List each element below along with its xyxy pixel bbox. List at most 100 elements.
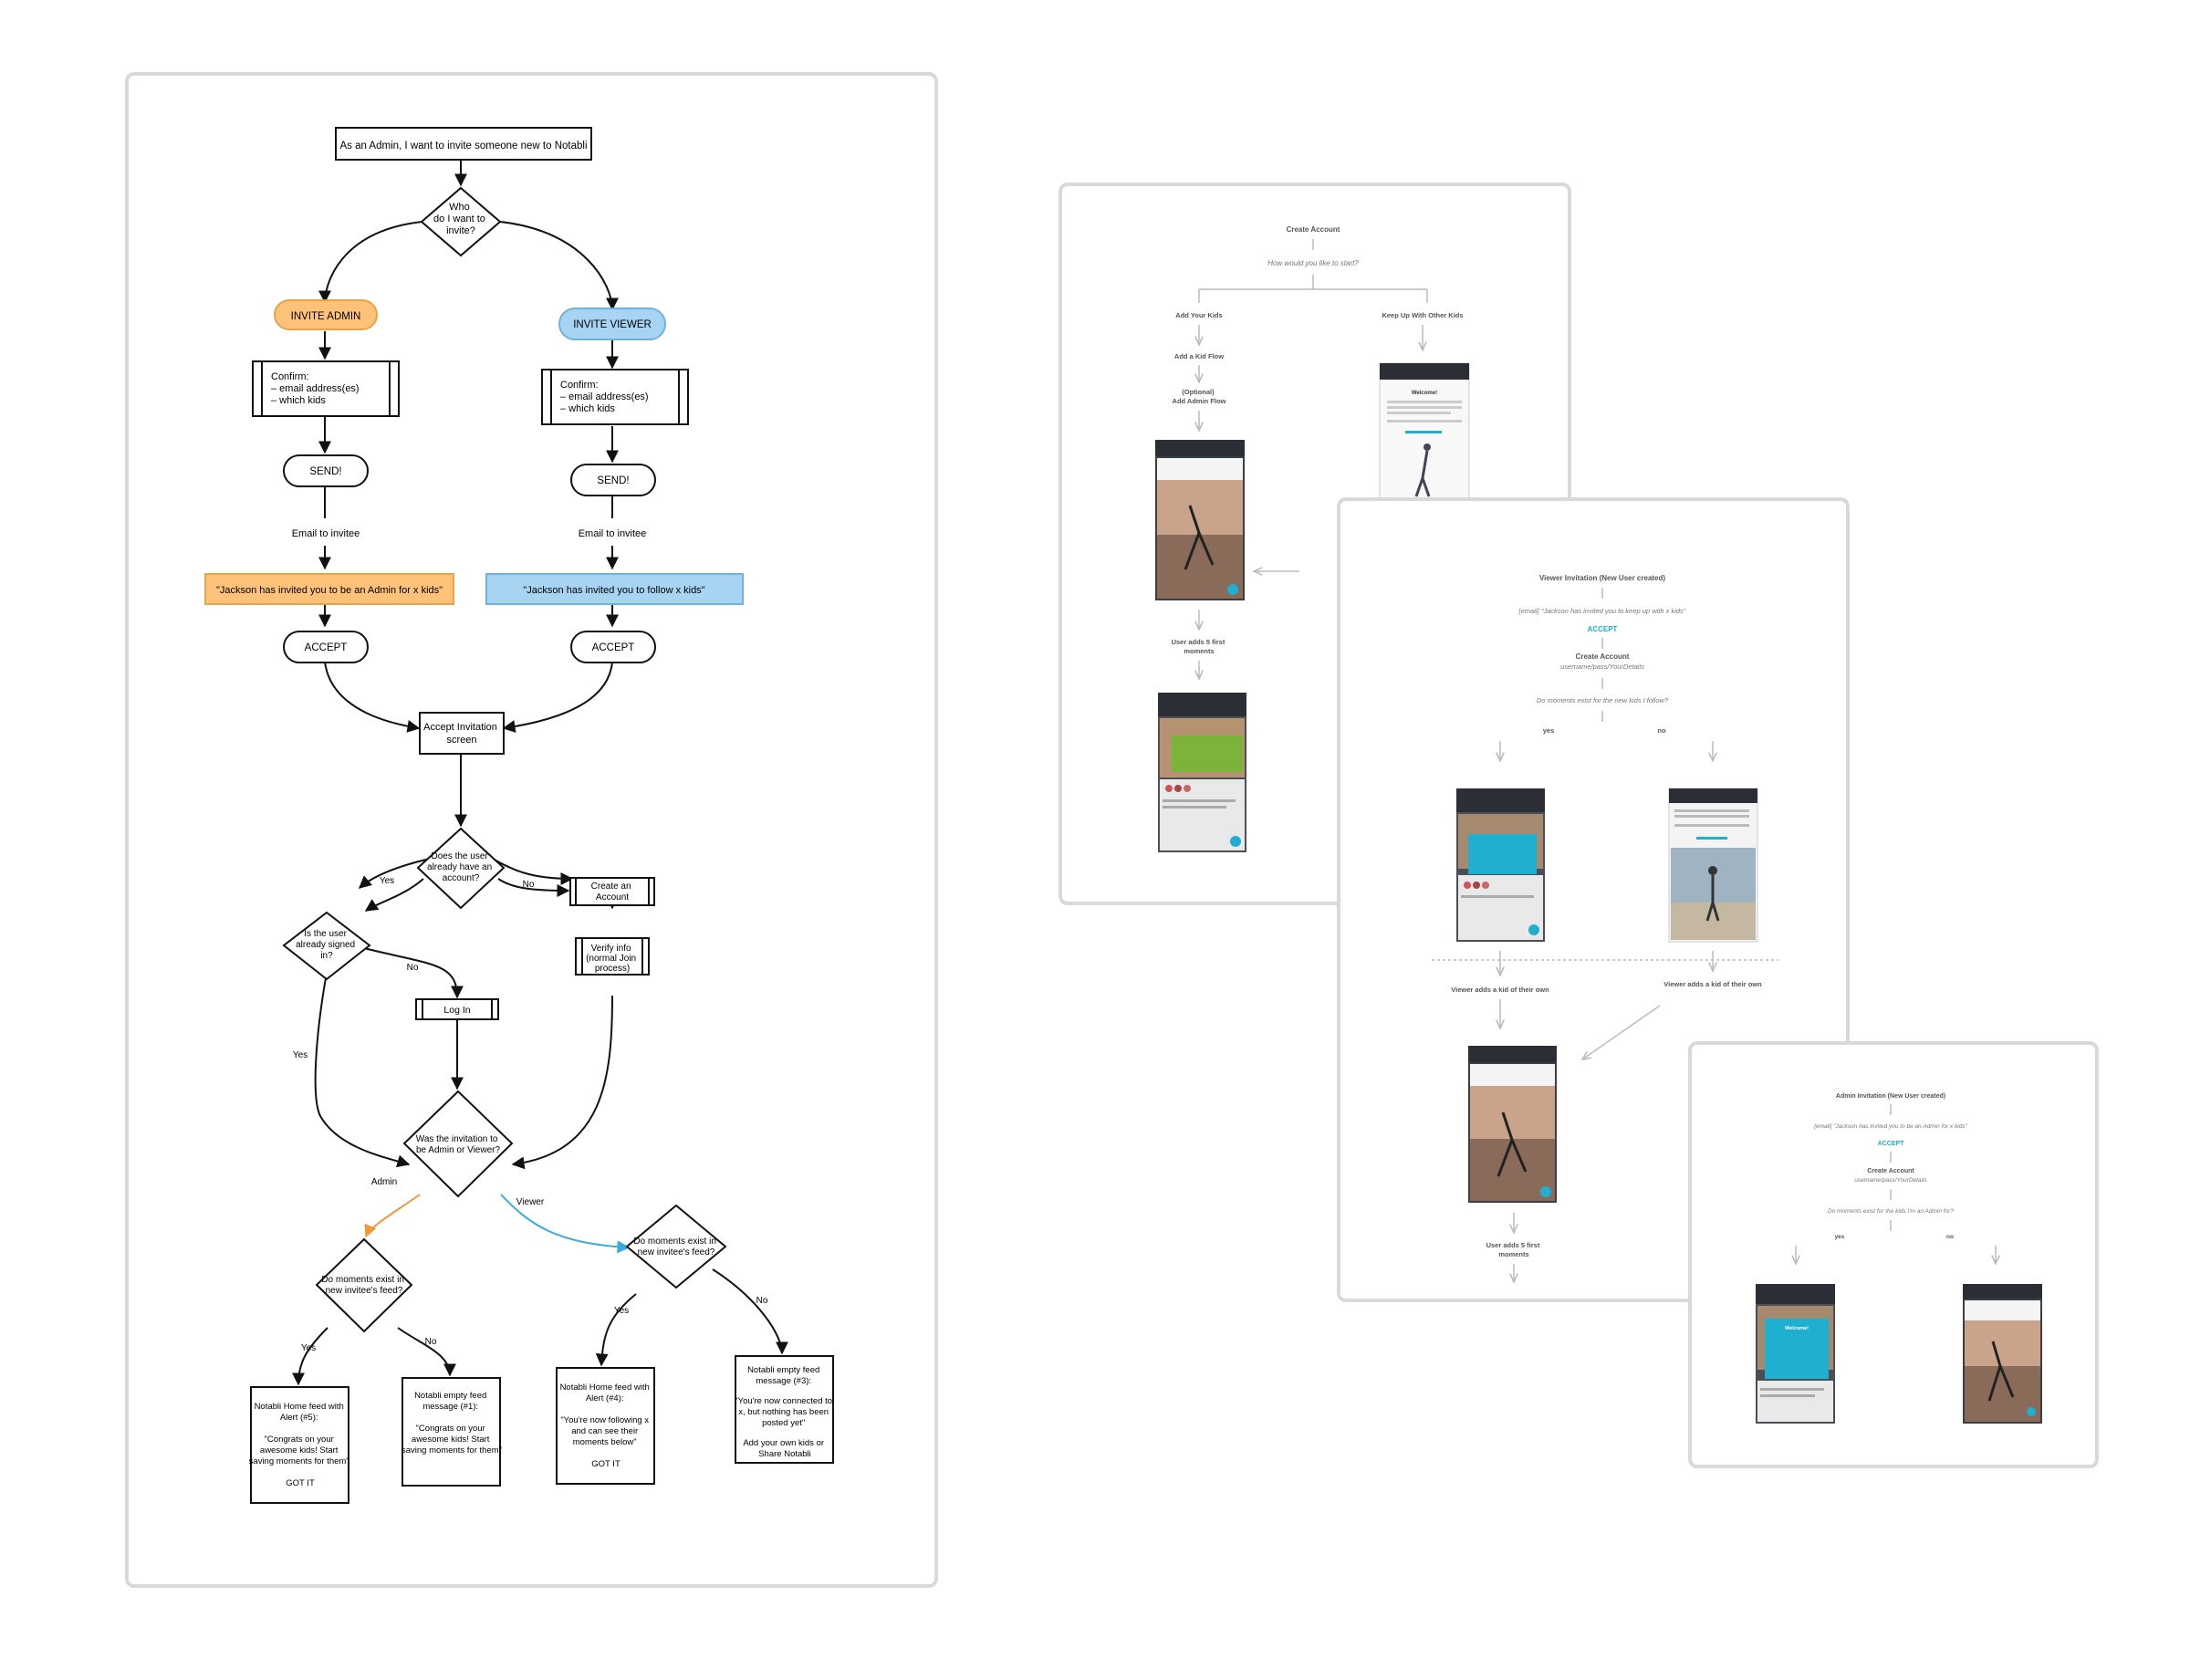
- main-flowchart: As an Admin, I want to invite someone ne…: [204, 127, 834, 1504]
- viewer-adds-kid-right: Viewer adds a kid of their own: [1663, 980, 1762, 988]
- moments-admin-text: Do moments exist in new invitee's feed?: [321, 1275, 406, 1296]
- log-in-box: [415, 998, 499, 1020]
- admin-phone-welcome-alert: Welcome!: [1756, 1284, 1835, 1424]
- send-admin-label: SEND!: [309, 466, 341, 477]
- viewer-card-accept[interactable]: ACCEPT: [1588, 625, 1618, 633]
- has-account-text: Does the user already have an account?: [427, 851, 495, 883]
- admin-phone-sunset: [1963, 1284, 2042, 1424]
- phone-mockup-welcome: Welcome!: [1379, 362, 1470, 510]
- admin-or-viewer-text: Was the invitation to be Admin or Viewer…: [416, 1134, 501, 1155]
- signed-in-diamond: [282, 911, 371, 981]
- has-account-diamond: [416, 827, 506, 910]
- phone-mockup-green-alert: [1158, 693, 1246, 852]
- viewer-card-question: Do moments exist for the new kids I foll…: [1537, 696, 1669, 704]
- admin-branch-label: Admin: [371, 1177, 397, 1187]
- welcome-heading: Welcome!: [1412, 391, 1437, 396]
- admin-card-title: Admin Invitation (New User created): [1836, 1093, 1945, 1100]
- result-home-feed-alert5: [250, 1386, 349, 1504]
- accept-admin-terminal: [283, 631, 369, 663]
- create-account-box: [569, 877, 655, 906]
- moments-viewer-diamond: [625, 1204, 727, 1289]
- accept-admin-label: ACCEPT: [305, 642, 348, 653]
- admin-card-yes: yes: [1835, 1234, 1845, 1240]
- verify-info-text: Verify info (normal Join process): [586, 944, 639, 974]
- viewer-phone-cyan-alert: [1456, 788, 1545, 942]
- invite-viewer-pill: [558, 308, 666, 340]
- result-home-feed-alert4: [556, 1367, 655, 1485]
- who-decision-text: Who do I want to invite?: [433, 202, 488, 236]
- add-your-kids-label: Add Your Kids: [1175, 311, 1222, 319]
- admin-invitation-card: Admin Invitation (New User created) [ema…: [1688, 1041, 2099, 1468]
- has-account-no: No: [523, 880, 535, 890]
- viewer-phone-beach: [1668, 788, 1758, 943]
- create-account-flow: Create Account How would you like to sta…: [1155, 225, 1470, 852]
- result-empty-feed-3: [735, 1355, 834, 1464]
- moments-admin-yes: Yes: [301, 1343, 316, 1353]
- keep-up-label: Keep Up With Other Kids: [1382, 311, 1463, 319]
- admin-or-viewer-diamond: [402, 1090, 514, 1198]
- add-kid-flow-label: Add a Kid Flow: [1174, 352, 1224, 360]
- moments-viewer-no: No: [756, 1296, 768, 1306]
- invite-admin-label: INVITE ADMIN: [291, 311, 361, 322]
- confirm-viewer-box: [541, 369, 689, 425]
- viewer-card-create-account: Create Account: [1576, 652, 1630, 661]
- viewer-card-details: username/pass/YourDetails: [1560, 663, 1644, 671]
- user-adds-moments-label: User adds 5 first moments: [1172, 638, 1227, 655]
- create-account-title: Create Account: [1287, 225, 1340, 234]
- create-account-text: Create an Account: [591, 882, 634, 903]
- result-empty-feed-1: [402, 1377, 501, 1487]
- create-account-subtitle: How would you like to start?: [1267, 259, 1359, 267]
- admin-card-no: no: [1946, 1234, 1954, 1240]
- accept-invitation-screen-box: [419, 712, 505, 755]
- admin-card-email: [email] "Jackson has invited you to be a…: [1813, 1123, 1967, 1130]
- viewer-user-adds-moments: User adds 5 first moments: [1486, 1241, 1542, 1258]
- viewer-card-yes: yes: [1543, 726, 1555, 735]
- result-3-text: Notabli Home feed with Alert (#4): "You'…: [560, 1383, 652, 1469]
- send-viewer-label: SEND!: [597, 475, 629, 486]
- viewer-card-no: no: [1657, 726, 1666, 735]
- viewer-branch-label: Viewer: [516, 1197, 545, 1207]
- optional-admin-label: (Optional) Add Admin Flow: [1173, 388, 1226, 405]
- email-to-invitee-viewer: Email to invitee: [579, 528, 647, 539]
- has-account-yes: Yes: [380, 876, 394, 886]
- viewer-card-title: Viewer Invitation (New User created): [1539, 574, 1665, 582]
- phone-mockup-sunset: [1155, 440, 1245, 600]
- signed-in-no: No: [407, 963, 419, 973]
- viewer-card-email: [email] "Jackson has invited you to keep…: [1518, 607, 1686, 615]
- admin-card-accept[interactable]: ACCEPT: [1878, 1141, 1905, 1147]
- signed-in-yes: Yes: [293, 1050, 308, 1060]
- result-1-text: Notabli Home feed with Alert (#5): "Cong…: [249, 1402, 352, 1488]
- admin-welcome-heading: Welcome!: [1785, 1326, 1809, 1331]
- start-box: [335, 127, 592, 161]
- log-in-text: Log In: [443, 1005, 470, 1016]
- confirm-viewer-text: Confirm: – email address(es) – which kid…: [560, 380, 652, 414]
- moments-viewer-text: Do moments exist in new invitee's feed?: [633, 1237, 718, 1257]
- signed-in-text: Is the user already signed in?: [296, 929, 358, 961]
- moments-admin-no: No: [425, 1337, 437, 1347]
- result-4-text: Notabli empty feed message (#3): "You're…: [735, 1365, 834, 1459]
- email-to-invitee-admin: Email to invitee: [292, 528, 360, 539]
- invite-viewer-label: INVITE VIEWER: [573, 319, 652, 330]
- admin-email-box: [204, 573, 454, 605]
- admin-card-question: Do moments exist for the kids I'm an Adm…: [1828, 1208, 1954, 1215]
- admin-card-create-account: Create Account: [1867, 1168, 1914, 1174]
- viewer-phone-sunset: [1468, 1046, 1557, 1203]
- send-viewer-terminal: [570, 464, 656, 496]
- confirm-admin-text: Confirm: – email address(es) – which kid…: [271, 371, 362, 406]
- accept-invitation-screen-text: Accept Invitation screen: [423, 722, 500, 746]
- viewer-email-box: [485, 573, 744, 605]
- result-2-text: Notabli empty feed message (#1): "Congra…: [402, 1391, 502, 1456]
- moments-viewer-yes: Yes: [614, 1306, 629, 1316]
- admin-email-text: "Jackson has invited you to be an Admin …: [216, 585, 443, 596]
- viewer-email-text: "Jackson has invited you to follow x kid…: [523, 585, 704, 596]
- start-text: As an Admin, I want to invite someone ne…: [339, 141, 587, 151]
- invite-admin-pill: [274, 299, 378, 330]
- who-decision-diamond: [420, 186, 502, 257]
- accept-viewer-terminal: [570, 631, 656, 663]
- admin-card-details: username/pass/YourDetails: [1854, 1177, 1927, 1184]
- accept-viewer-label: ACCEPT: [592, 642, 635, 653]
- moments-admin-diamond: [315, 1237, 413, 1333]
- main-flowchart-card: As an Admin, I want to invite someone ne…: [125, 72, 938, 1588]
- viewer-invitation-flow: Viewer Invitation (New User created) [em…: [1432, 574, 1778, 1299]
- verify-info-box: [575, 937, 650, 976]
